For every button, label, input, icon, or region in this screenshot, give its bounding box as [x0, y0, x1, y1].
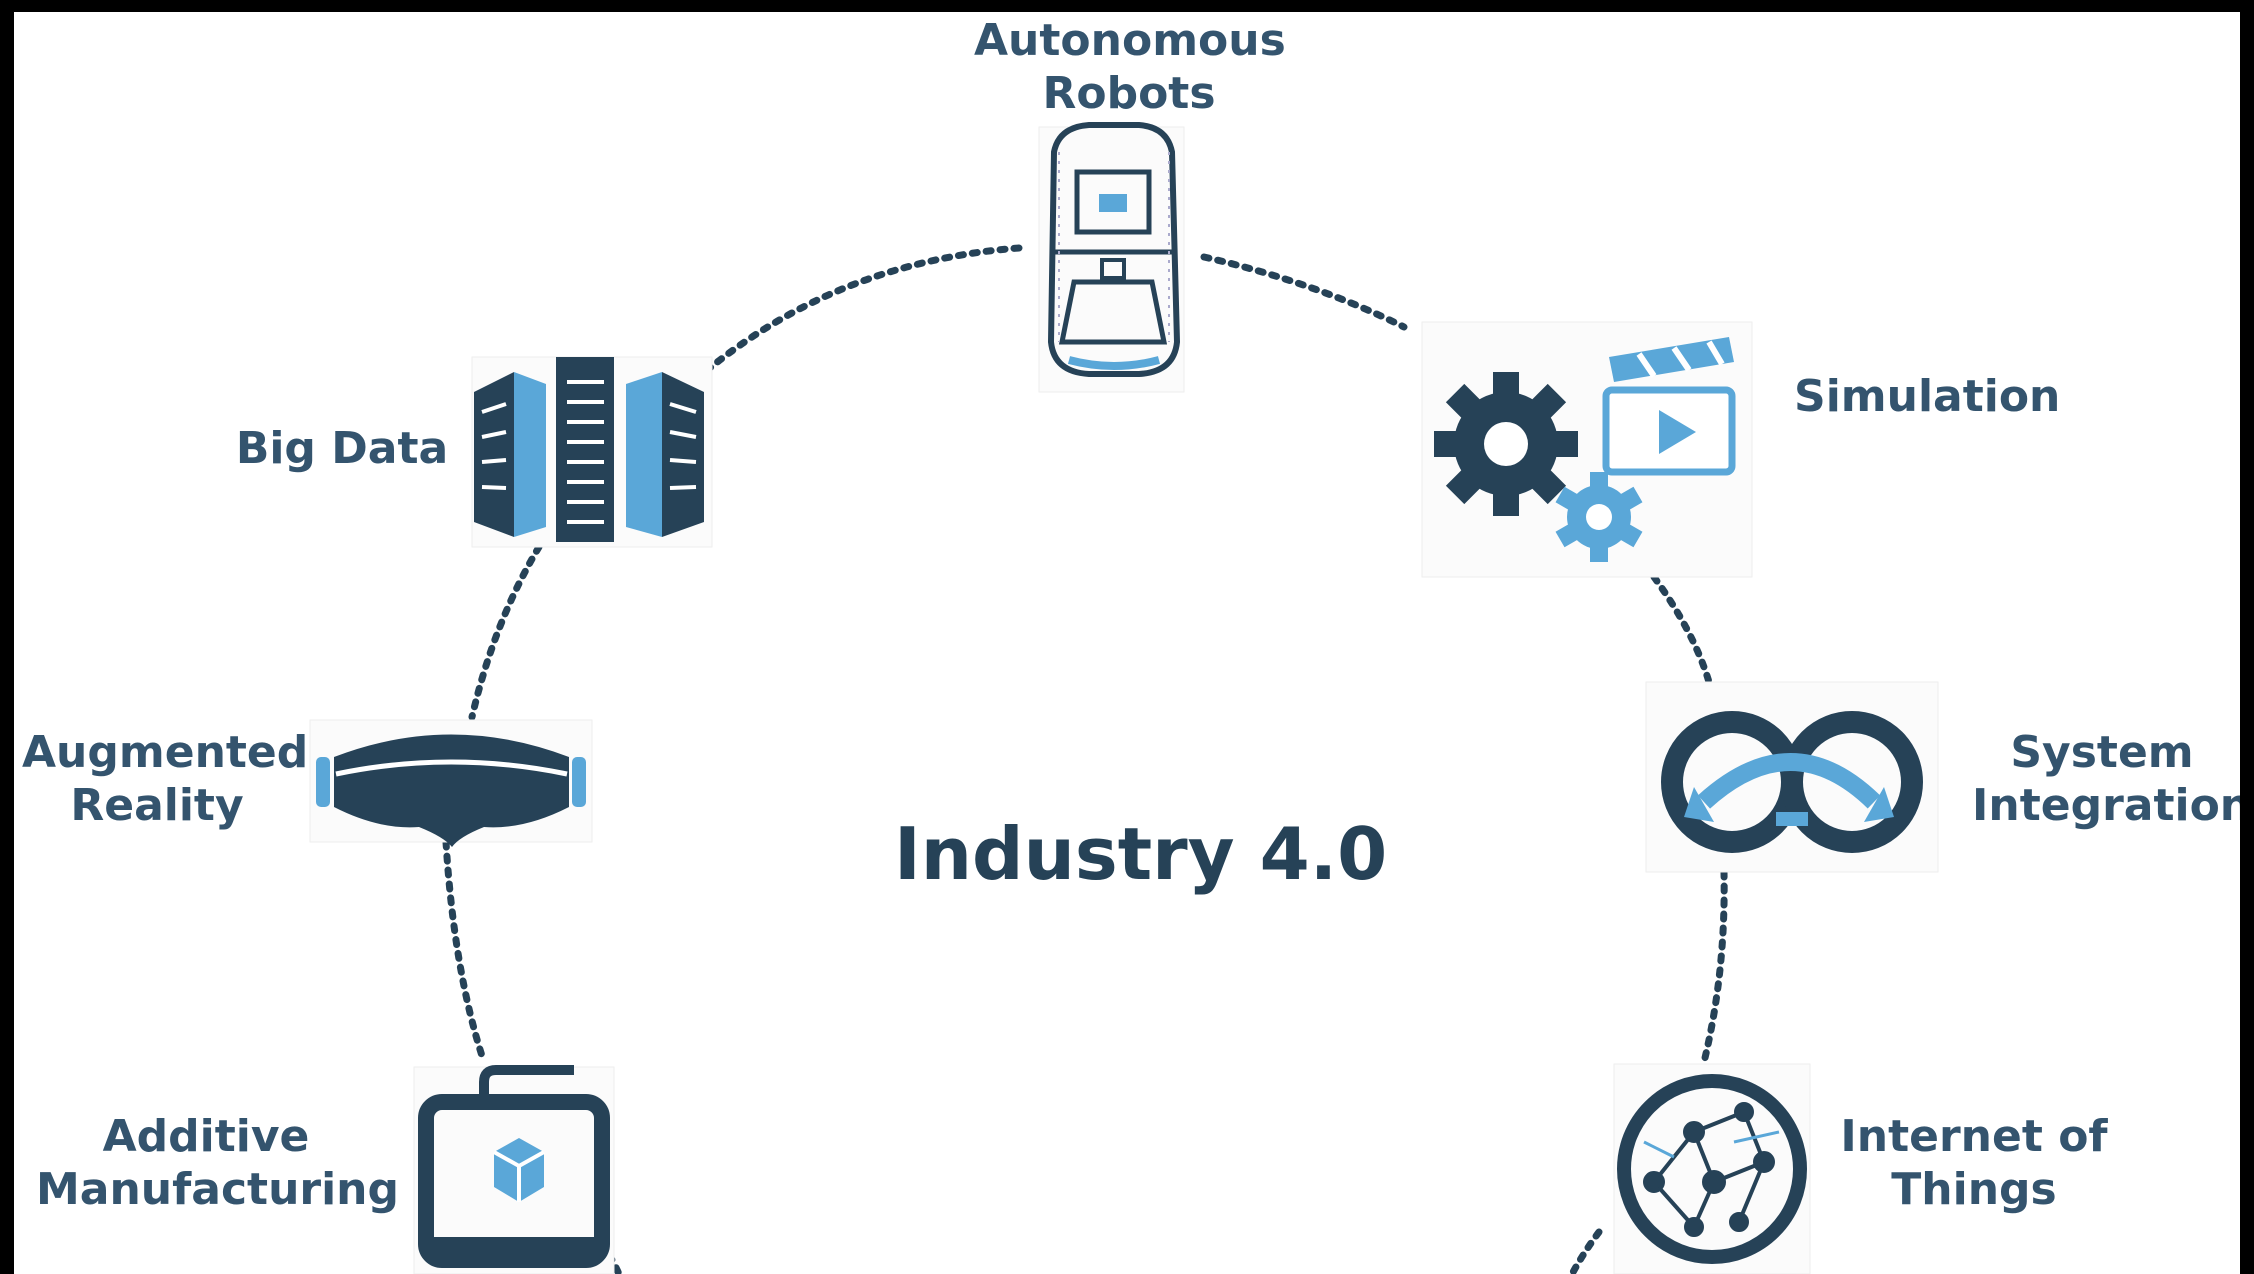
label-simulation: Simulation	[1794, 370, 2064, 423]
arc-si-iot	[1700, 868, 1728, 1066]
label-line: Reality	[70, 780, 244, 831]
autonomous-robot-vehicle-icon	[1038, 122, 1185, 393]
vr-headset-icon	[309, 719, 593, 847]
gears-and-clapperboard-icon	[1421, 321, 1753, 578]
label-augmented-reality: Augmented Reality	[22, 726, 309, 832]
arc-robots-simulation	[1200, 253, 1408, 331]
label-autonomous-robots: Autonomous Robots	[974, 14, 1286, 120]
linked-rings-icon	[1645, 681, 1939, 873]
label-line: Internet of	[1840, 1111, 2108, 1162]
label-line: Manufacturing	[36, 1164, 399, 1215]
label-line: System	[2010, 727, 2194, 778]
arc-sim-si	[1650, 573, 1713, 686]
center-title: Industry 4.0	[894, 812, 1388, 896]
connection-ring	[309, 122, 1939, 1274]
network-globe-icon	[1613, 1063, 1811, 1274]
arc-ar-am	[442, 838, 488, 1066]
arc-bigdata-ar	[468, 543, 543, 721]
label-line: Additive	[102, 1111, 310, 1162]
label-additive-manufacturing: Additive Manufacturing	[36, 1110, 399, 1216]
server-racks-icon	[471, 356, 713, 548]
diagram-canvas: Autonomous Robots Simulation System Inte…	[14, 12, 2240, 1274]
label-line: Integration	[1972, 780, 2240, 831]
arc-iot-bottom	[1568, 1228, 1603, 1274]
label-line: Autonomous	[974, 15, 1286, 66]
label-system-integration: System Integration	[1972, 726, 2240, 832]
label-big-data: Big Data	[232, 422, 452, 475]
label-line: Simulation	[1794, 371, 2061, 422]
3d-printer-icon	[413, 1065, 615, 1274]
label-line: Robots	[1042, 68, 1216, 119]
label-line: Augmented	[22, 727, 309, 778]
label-internet-of-things: Internet of Things	[1834, 1110, 2114, 1216]
label-line: Things	[1891, 1164, 2057, 1215]
arc-robots-bigdata	[695, 244, 1023, 381]
label-line: Big Data	[235, 423, 449, 474]
